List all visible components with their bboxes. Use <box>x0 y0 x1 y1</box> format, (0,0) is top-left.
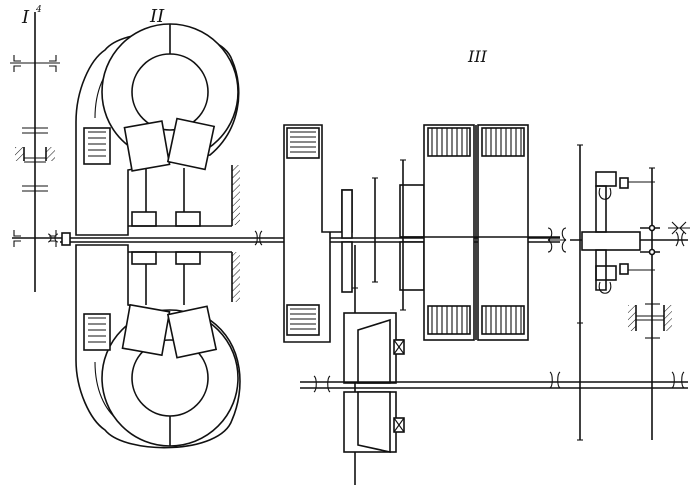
converter-clutch-top <box>83 127 111 165</box>
layshaft-gear-set <box>343 312 405 453</box>
input-coupling <box>47 232 71 246</box>
needle-bearing-upper <box>393 339 405 355</box>
converter-fixed-support <box>231 165 240 302</box>
converter-pistons <box>128 168 232 305</box>
gear-disc-two <box>399 160 425 310</box>
transfer-block <box>581 171 655 294</box>
clutch-one <box>22 127 48 192</box>
main-shaft-bearing-left <box>254 230 263 246</box>
layshaft <box>300 371 688 393</box>
top-mark: 4 <box>35 5 42 15</box>
section-label-two: II <box>149 6 165 27</box>
torus-lower <box>101 303 239 447</box>
right-end-bearing <box>668 221 690 247</box>
shaft-one <box>10 12 60 292</box>
output-coupling <box>547 227 567 253</box>
right-brake <box>628 303 672 339</box>
section-label-one: I <box>21 7 30 28</box>
converter-clutch-bottom <box>83 313 111 351</box>
section-label-three: III <box>467 47 488 66</box>
needle-bearing-lower <box>393 417 405 433</box>
brake-one <box>15 147 55 163</box>
torus-upper <box>101 23 239 172</box>
output-vertical-shaft <box>577 145 583 440</box>
shaft-ticks <box>352 144 655 441</box>
gear-block-large <box>400 124 560 341</box>
bearing-top <box>10 55 60 72</box>
